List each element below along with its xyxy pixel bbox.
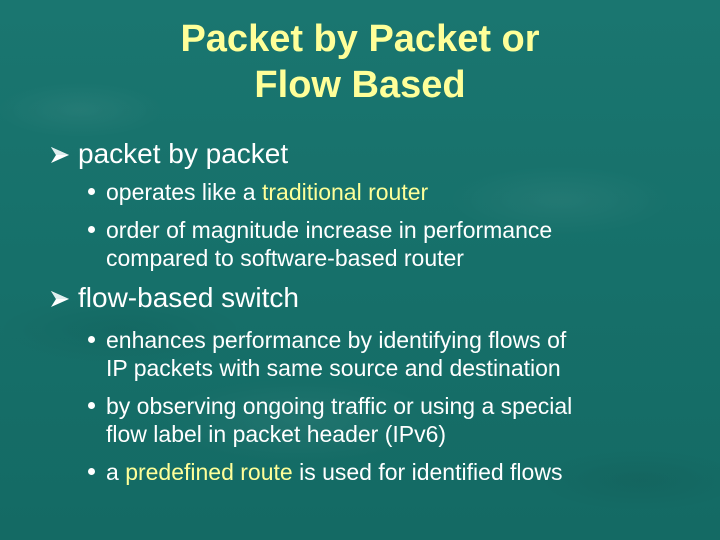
slide-title-line-1: Packet by Packet or — [180, 18, 540, 60]
section-heading-text: packet by packet — [78, 138, 289, 169]
bullet-text: order of magnitude increase in performan… — [106, 217, 553, 271]
arrow-bullet-icon — [50, 138, 72, 170]
round-bullet-icon — [86, 392, 106, 420]
bullet-text: a predefined route is used for identifie… — [106, 459, 563, 485]
bullet-item: a predefined route is used for identifie… — [86, 458, 686, 486]
bullet-text: operates like a traditional router — [106, 179, 429, 205]
section-heading-text: flow-based switch — [78, 282, 299, 313]
bullet-text: by observing ongoing traffic or using a … — [106, 393, 573, 447]
bullet-item: enhances performance by identifying flow… — [86, 326, 686, 382]
section-heading-flow-based-switch: flow-based switch — [50, 282, 299, 314]
slide-title: Packet by Packet or Flow Based — [60, 16, 660, 108]
highlight-text: traditional router — [261, 179, 429, 205]
arrow-bullet-icon — [50, 282, 72, 314]
section-heading-packet-by-packet: packet by packet — [50, 138, 288, 170]
round-bullet-icon — [86, 178, 106, 206]
slide-title-line-2: Flow Based — [254, 64, 466, 106]
round-bullet-icon — [86, 216, 106, 244]
round-bullet-icon — [86, 458, 106, 486]
bullet-item: by observing ongoing traffic or using a … — [86, 392, 686, 448]
round-bullet-icon — [86, 326, 106, 354]
bullet-text: enhances performance by identifying flow… — [106, 327, 567, 381]
highlight-text: predefined route — [125, 459, 293, 485]
bullet-item: order of magnitude increase in performan… — [86, 216, 686, 272]
bullet-item: operates like a traditional router — [86, 178, 686, 206]
